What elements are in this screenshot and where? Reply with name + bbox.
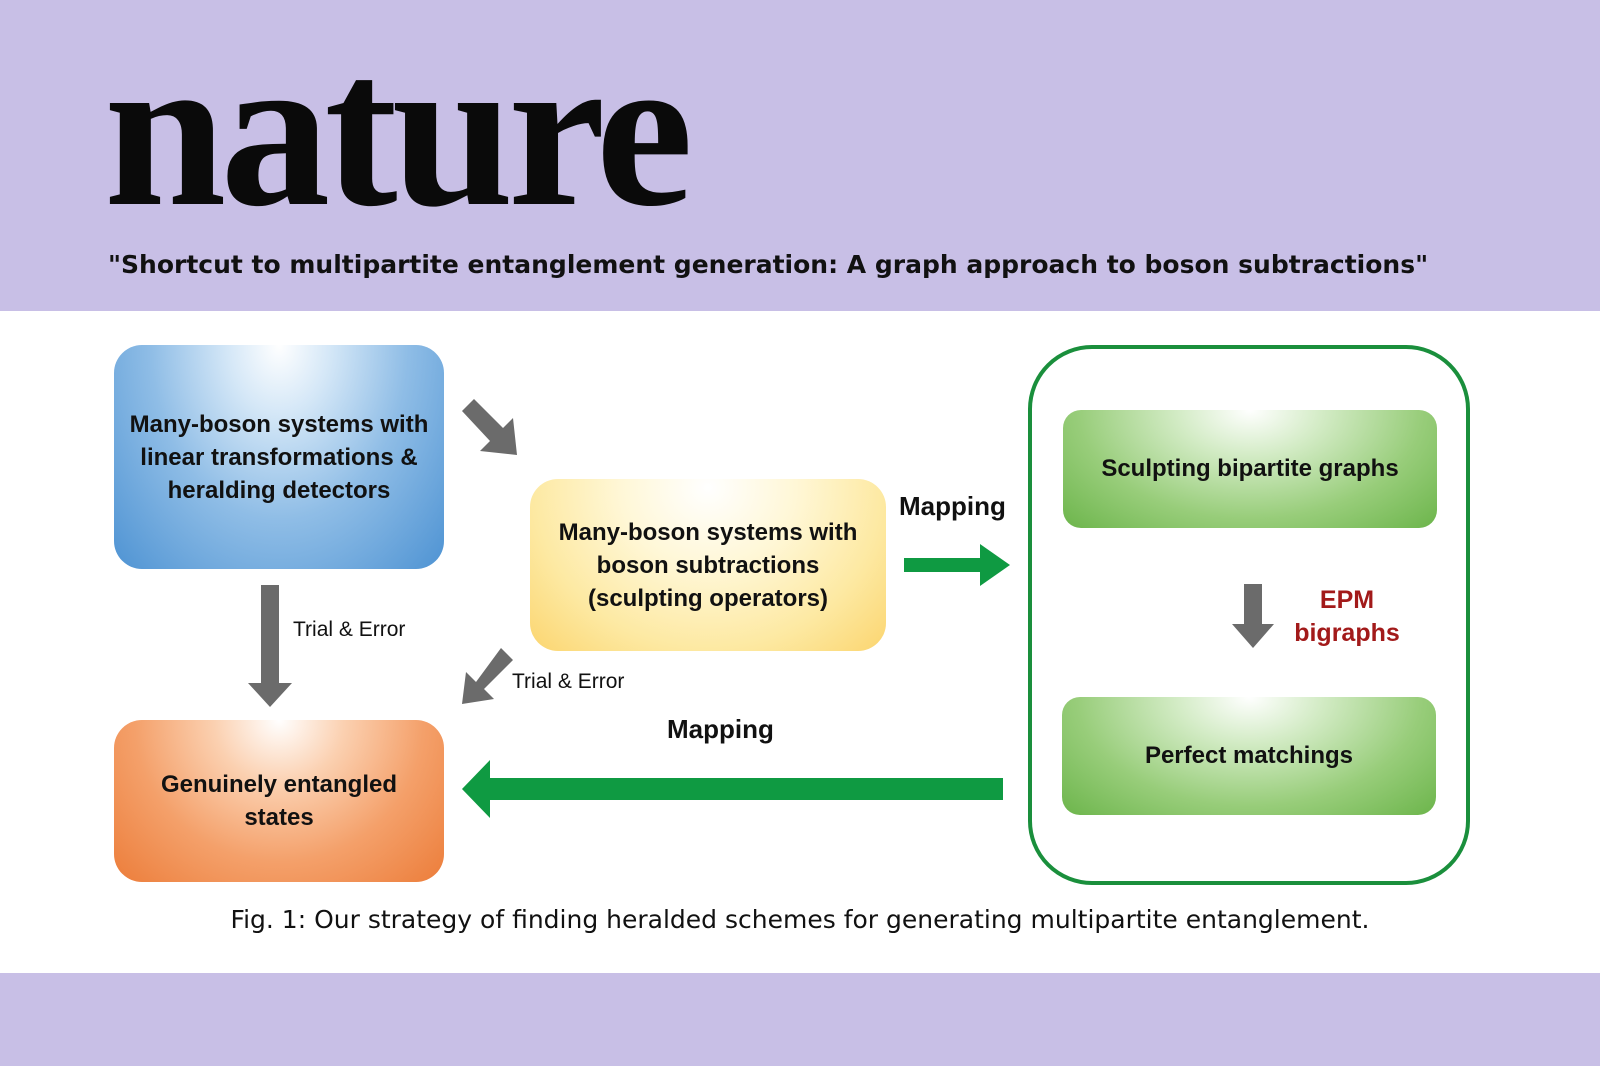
many-boson-subtractions-text: Many-boson systems with boson subtractio…: [558, 518, 858, 612]
diagonal-arrow-down-right: [462, 399, 517, 455]
epm-label-line1: EPM: [1319, 586, 1375, 614]
genuinely-entangled-text: Genuinely entangled states: [160, 771, 398, 831]
many-boson-linear-box: Many-boson systems with linear transform…: [114, 345, 444, 569]
mapping-right-label: Mapping: [899, 491, 1006, 521]
journal-logo: nature: [104, 8, 693, 252]
arrow-layer: [248, 399, 1274, 818]
vertical-arrow-down: [248, 585, 292, 707]
perfect-matchings-box: Perfect matchings: [1062, 697, 1436, 815]
diagonal-arrow-down-left: [462, 648, 513, 704]
figure-caption: Fig. 1: Our strategy of finding heralded…: [230, 905, 1370, 934]
perfect-matchings-text: Perfect matchings: [1144, 742, 1354, 769]
header-band: nature "Shortcut to multipartite entangl…: [0, 0, 1600, 311]
epm-bigraphs-label: EPM bigraphs: [1276, 584, 1418, 650]
mapping-left-label: Mapping: [667, 714, 774, 744]
trial-error-vertical-label: Trial & Error: [293, 618, 406, 641]
many-boson-subtractions-box: Many-boson systems with boson subtractio…: [530, 479, 886, 651]
trial-error-diagonal-label: Trial & Error: [512, 670, 625, 693]
paper-title: "Shortcut to multipartite entanglement g…: [108, 250, 1429, 279]
mapping-arrow-left: [462, 760, 1003, 818]
graph-frame: [1028, 345, 1470, 885]
epm-arrow-down: [1232, 584, 1274, 648]
sculpting-bipartite-box: Sculpting bipartite graphs: [1063, 410, 1437, 528]
footer-band: [0, 973, 1600, 1066]
sculpting-bipartite-text: Sculpting bipartite graphs: [1101, 455, 1399, 482]
epm-label-line2: bigraphs: [1294, 619, 1400, 647]
many-boson-linear-text: Many-boson systems with linear transform…: [129, 410, 429, 504]
genuinely-entangled-box: Genuinely entangled states: [114, 720, 444, 882]
figure-panel: Many-boson systems with linear transform…: [0, 311, 1600, 973]
mapping-arrow-right: [904, 544, 1010, 586]
